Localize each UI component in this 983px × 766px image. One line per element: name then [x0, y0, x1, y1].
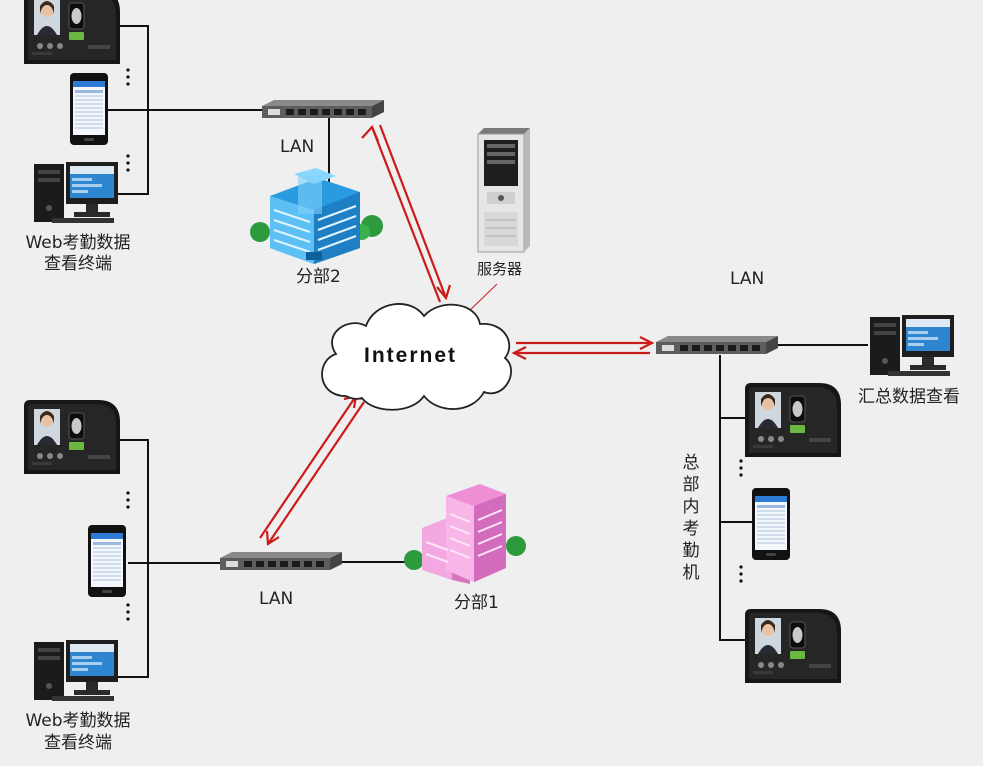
lan-label-hq: LAN — [730, 269, 765, 289]
server-link-line — [465, 283, 498, 315]
server-label: 服务器 — [477, 260, 523, 278]
cloud-icon — [321, 303, 512, 411]
data-flow-arrows — [259, 124, 655, 546]
summary-label: 汇总数据查看 — [858, 387, 960, 407]
terminal-label-branch1-line2: 查看终端 — [44, 733, 112, 753]
branch2-name: 分部2 — [296, 267, 341, 287]
lan-label-branch1: LAN — [259, 589, 294, 609]
terminal-label-branch1-line1: Web考勤数据 — [25, 711, 131, 731]
phone-icon — [88, 525, 126, 597]
face-terminal-icon — [23, 0, 121, 65]
desktop-pc-icon — [870, 315, 954, 376]
ellipsis-dots — [126, 68, 743, 621]
terminal-label-branch2-line1: Web考勤数据 — [25, 233, 131, 253]
phone-icon — [752, 488, 790, 560]
lan-label-branch2: LAN — [280, 137, 315, 157]
terminal-label-branch2-line2: 查看终端 — [44, 254, 112, 274]
switch-icon-hq — [656, 336, 778, 354]
hq-attendance-label: 总部内考勤机 — [682, 453, 700, 583]
server-tower-icon — [477, 128, 530, 253]
face-terminal-icon — [23, 399, 121, 475]
building-icon-branch1 — [404, 484, 526, 584]
branch1-name: 分部1 — [454, 593, 499, 613]
internet-label: Internet — [364, 344, 458, 367]
connection-lines — [105, 25, 868, 678]
desktop-pc-icon — [34, 162, 118, 223]
switch-icon-branch2 — [262, 100, 384, 118]
phone-icon — [70, 73, 108, 145]
switch-icon-branch1 — [220, 552, 342, 570]
face-terminal-icon — [744, 382, 842, 458]
desktop-pc-icon — [34, 640, 118, 701]
face-terminal-icon — [744, 608, 842, 684]
building-icon-branch2 — [250, 168, 383, 264]
